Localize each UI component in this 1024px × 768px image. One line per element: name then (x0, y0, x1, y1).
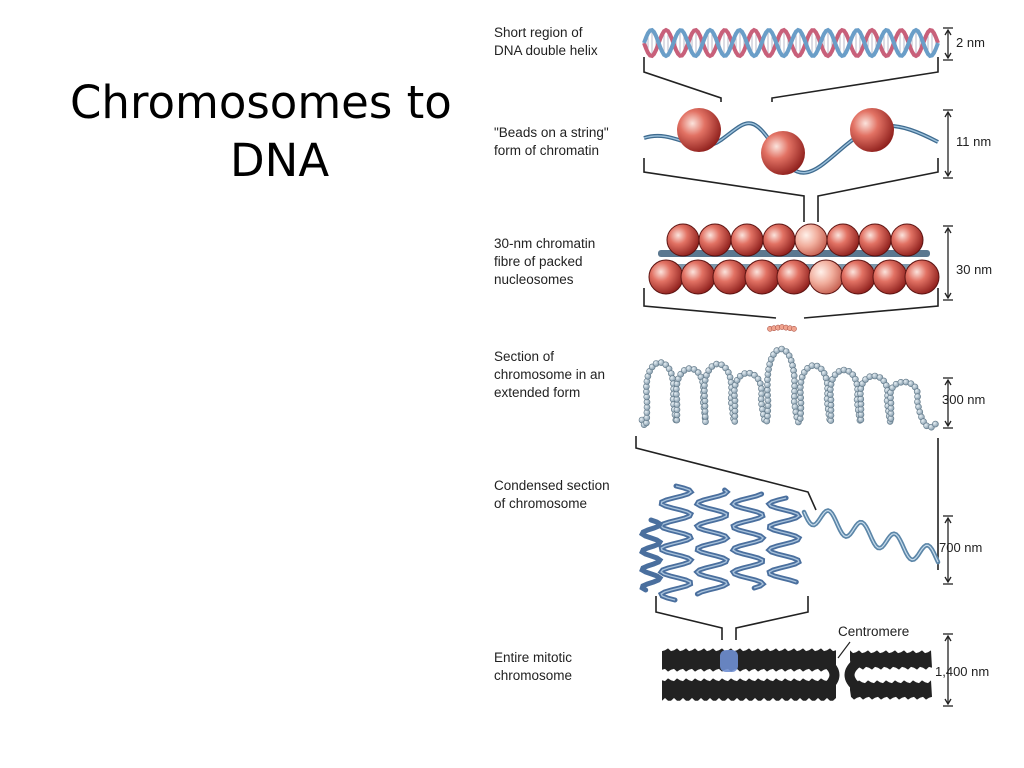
slide-title-line-1: Chromosomes to (70, 76, 452, 129)
label-condensed-line-2: of chromosome (494, 496, 587, 511)
extended-chromosome-section (638, 324, 939, 431)
label-beads-line-1: "Beads on a string" (494, 125, 609, 140)
size-label-11nm: 11 nm (956, 134, 991, 149)
chromatin-structure-diagram: Short region of DNA double helix "Beads … (486, 0, 1016, 720)
beads-on-string (643, 108, 939, 175)
connector-beads-to-fibre (643, 158, 939, 222)
label-fibre-line-2: fibre of packed (494, 254, 583, 269)
level-label-fibre: 30-nm chromatin fibre of packed nucleoso… (494, 236, 595, 287)
label-mitotic-line-1: Entire mitotic (494, 650, 572, 665)
centromere-label: Centromere (838, 624, 909, 639)
connector-extended-to-condensed (635, 436, 939, 570)
diagram-svg: Short region of DNA double helix "Beads … (494, 25, 992, 707)
condensed-chromosome-section (638, 483, 941, 603)
size-label-1400nm: 1,400 nm (935, 664, 989, 679)
label-helix-line-2: DNA double helix (494, 43, 598, 58)
label-extended-line-3: extended form (494, 385, 580, 400)
nucleosome-bead (850, 108, 894, 152)
label-helix-line-1: Short region of (494, 25, 583, 40)
label-mitotic-line-2: chromosome (494, 668, 572, 683)
slide-title-line-2: DNA (230, 134, 330, 187)
size-label-2nm: 2 nm (956, 35, 985, 50)
connector-helix-to-beads (643, 57, 939, 102)
size-label-30nm: 30 nm (956, 262, 992, 277)
label-fibre-line-3: nucleosomes (494, 272, 574, 287)
chromatin-fibre-30nm (648, 223, 940, 295)
label-beads-line-2: form of chromatin (494, 143, 599, 158)
mitotic-chromosome (662, 648, 932, 701)
label-condensed-line-1: Condensed section (494, 478, 610, 493)
slide-title: Chromosomes to DNA (40, 74, 490, 190)
label-fibre-line-1: 30-nm chromatin (494, 236, 595, 251)
level-label-beads: "Beads on a string" form of chromatin (494, 125, 609, 158)
centromere-pointer (837, 641, 851, 659)
label-extended-line-1: Section of (494, 349, 554, 364)
size-label-300nm: 300 nm (942, 392, 985, 407)
label-extended-line-2: chromosome in an (494, 367, 605, 382)
nucleosome-bead (677, 108, 721, 152)
size-scale-markers (943, 27, 953, 707)
level-label-extended: Section of chromosome in an extended for… (494, 349, 605, 400)
level-label-helix: Short region of DNA double helix (494, 25, 598, 58)
connector-condensed-to-mitotic (655, 596, 809, 640)
level-label-condensed: Condensed section of chromosome (494, 478, 610, 511)
connector-fibre-to-extended (643, 288, 939, 319)
level-label-mitotic: Entire mitotic chromosome (494, 650, 572, 683)
nucleosome-bead (761, 131, 805, 175)
dna-double-helix (642, 27, 940, 59)
size-label-700nm: 700 nm (939, 540, 982, 555)
